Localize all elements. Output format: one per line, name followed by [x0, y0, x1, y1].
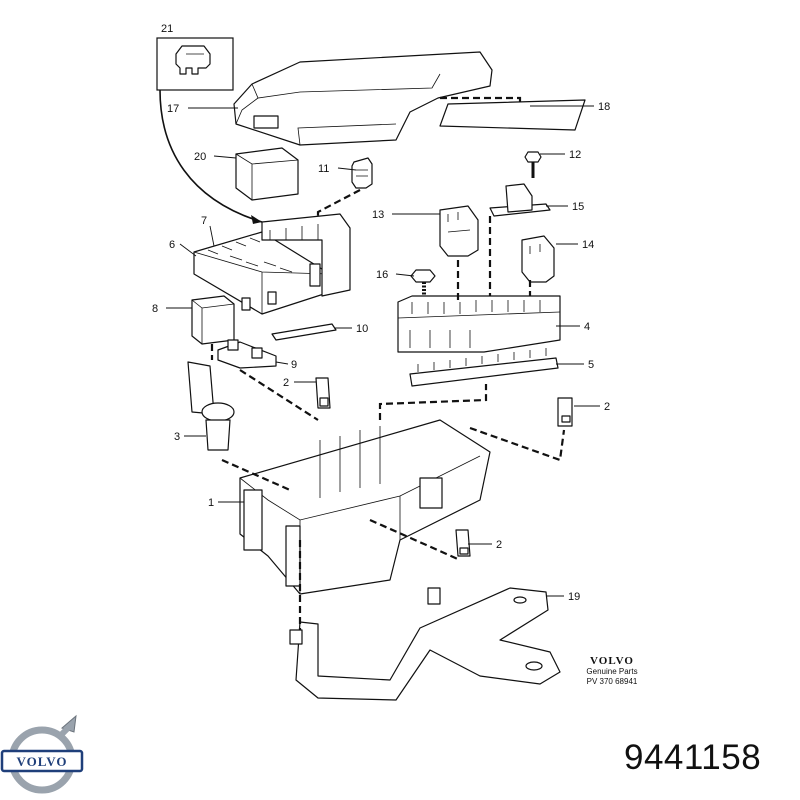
volvo-logo-wordmark: VOLVO [17, 754, 68, 769]
callout-4: 4 [584, 321, 590, 333]
callout-6: 6 [169, 239, 175, 251]
dash-4-to-1 [378, 384, 488, 420]
callout-19: 19 [568, 591, 580, 603]
strip-10 [271, 323, 337, 341]
callout-2-lower: 2 [496, 539, 502, 551]
clip-2b [557, 397, 573, 427]
clip-2c [455, 529, 471, 557]
brand-line-genuine: Genuine Parts [586, 667, 638, 676]
gasket-sheet [439, 99, 586, 131]
callout-3: 3 [174, 431, 180, 443]
connector-13 [439, 205, 479, 257]
callout-13: 13 [372, 209, 384, 221]
callout-1: 1 [208, 497, 214, 509]
callout-2-right: 2 [604, 401, 610, 413]
clip-2a [315, 377, 331, 409]
callout-18: 18 [598, 101, 610, 113]
volvo-logo: VOLVO [0, 714, 84, 794]
dash-2b [469, 426, 566, 462]
callout-14: 14 [582, 239, 594, 251]
fuse-arrow-head [251, 215, 262, 224]
cover-lid [233, 51, 493, 146]
brand-line-pv: PV 370 68941 [586, 677, 638, 686]
bracket-9 [217, 339, 277, 369]
box-housing-1 [239, 419, 491, 595]
fuse-inset-box [156, 37, 234, 91]
fuse-block-4 [397, 216, 561, 353]
genuine-parts-label: VOLVO Genuine Parts PV 370 68941 [572, 655, 652, 687]
mounting-bracket-19 [289, 587, 561, 701]
screw-12 [524, 151, 542, 178]
dash-3-to-1 [221, 458, 291, 492]
callout-7: 7 [201, 215, 207, 227]
relay-block-back [261, 213, 351, 297]
leader-lines [166, 105, 600, 597]
dash-1-to-2c [369, 518, 461, 562]
callout-20: 20 [194, 151, 206, 163]
callout-11: 11 [318, 163, 329, 175]
callout-17: 17 [167, 103, 179, 115]
callout-5: 5 [588, 359, 594, 371]
dash-9-to-2 [239, 369, 319, 421]
grommet-3 [187, 361, 235, 451]
part-number: 9441158 [624, 738, 762, 777]
relay-small-8 [191, 295, 235, 345]
relay-holder-6 [193, 231, 331, 315]
relay-large [235, 147, 299, 201]
callout-16: 16 [376, 269, 388, 281]
fuse-arrow-curve [159, 89, 263, 223]
callout-12: 12 [569, 149, 581, 161]
connector-14 [521, 235, 555, 283]
connector-small-11 [351, 157, 373, 189]
callout-21: 21 [161, 23, 173, 35]
connector-bracket-15 [489, 183, 551, 217]
callout-8: 8 [152, 303, 158, 315]
callout-15: 15 [572, 201, 584, 213]
brand-name: VOLVO [590, 655, 634, 667]
base-strip-5 [409, 348, 559, 387]
callout-2-upper: 2 [283, 377, 289, 389]
callout-9: 9 [291, 359, 297, 371]
callout-10: 10 [356, 323, 368, 335]
